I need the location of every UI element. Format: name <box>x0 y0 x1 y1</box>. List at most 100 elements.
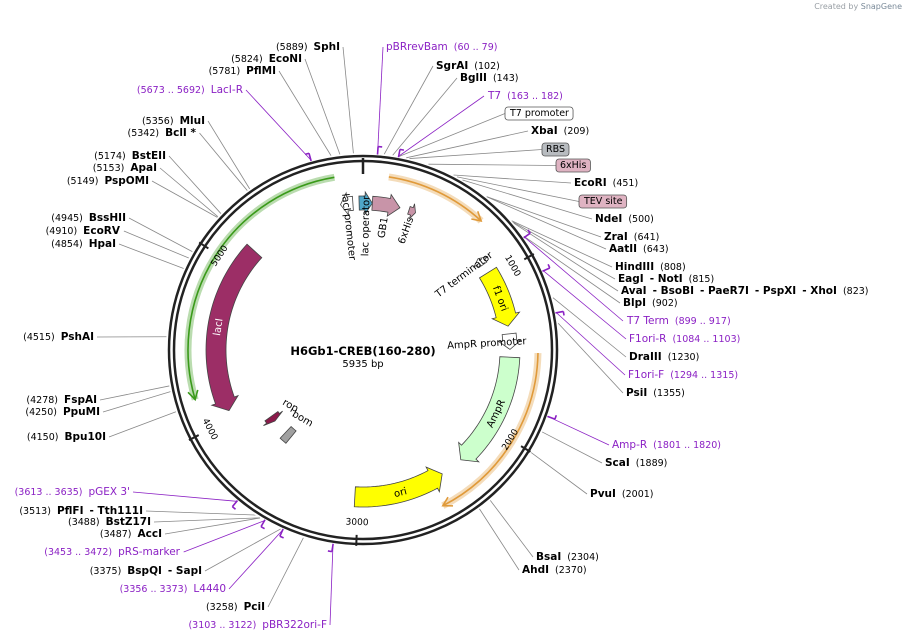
label-PspOMI-text[interactable]: (5149)PspOMI <box>67 175 149 187</box>
label-HindIII[interactable]: HindIII(808) <box>615 261 686 273</box>
label-PciI-text[interactable]: (3258)PciI <box>206 601 265 613</box>
label-L4440[interactable]: (3356 .. 3373)L4440 <box>120 583 226 595</box>
label-PflFI-text[interactable]: (3513)PflFI- Tth111I <box>19 505 143 517</box>
label-XbaI[interactable]: XbaI(209) <box>531 125 589 137</box>
label-BstZ17I-text[interactable]: (3488)BstZ17I <box>68 516 151 528</box>
label-BspQI[interactable]: (3375)BspQI- SapI <box>90 565 202 577</box>
label-F1ori-R[interactable]: F1ori-R(1084 .. 1103) <box>629 333 740 345</box>
label-BsaI[interactable]: BsaI(2304) <box>536 551 599 563</box>
label-ScaI[interactable]: ScaI(1889) <box>605 457 667 469</box>
feature-T7-terminator-shape[interactable] <box>473 256 489 269</box>
label-AvaI[interactable]: AvaI- BsoBI- PaeR7I- PspXI- XhoI(823) <box>621 285 868 297</box>
label-EcoNI[interactable]: (5824)EcoNI <box>231 53 302 65</box>
label-SgrAI[interactable]: SgrAI(102) <box>436 60 500 72</box>
label-PsiI-text[interactable]: PsiI(1355) <box>626 387 685 399</box>
label-BlpI[interactable]: BlpI(902) <box>623 297 678 309</box>
feature-6xHis-feature[interactable]: 6xHis <box>397 203 417 246</box>
label-RBS[interactable]: RBS <box>541 142 570 157</box>
feature-GB1-shape[interactable] <box>371 193 401 218</box>
label-BstEII-text[interactable]: (5174)BstEII <box>94 150 166 162</box>
label-PsiI[interactable]: PsiI(1355) <box>626 387 685 399</box>
label-6xHis-box-text[interactable]: 6xHis <box>560 160 586 171</box>
label-AatII-text[interactable]: AatII(643) <box>609 243 669 255</box>
label-T7-Term-text[interactable]: T7 Term(899 .. 917) <box>626 315 731 327</box>
label-AccI[interactable]: (3487)AccI <box>100 528 162 540</box>
label-MluI-text[interactable]: (5356)MluI <box>142 115 205 127</box>
label-pBR322ori-F-text[interactable]: (3103 .. 3122)pBR322ori-F <box>188 619 327 631</box>
label-L4440-text[interactable]: (3356 .. 3373)L4440 <box>120 583 226 595</box>
label-T7-text[interactable]: T7(163 .. 182) <box>487 90 563 102</box>
label-ApaI[interactable]: (5153)ApaI <box>93 162 157 174</box>
label-PpuMI[interactable]: (4250)PpuMI <box>25 406 100 418</box>
label-BssHII[interactable]: (4945)BssHII <box>51 212 126 224</box>
label-AhdI-text[interactable]: AhdI(2370) <box>522 564 587 576</box>
label-pRS-marker[interactable]: (3453 .. 3472)pRS-marker <box>44 546 180 558</box>
label-BspQI-text[interactable]: (3375)BspQI- SapI <box>90 565 202 577</box>
label-PshAI-text[interactable]: (4515)PshAI <box>23 331 94 343</box>
label-FspAI-text[interactable]: (4278)FspAI <box>26 394 97 406</box>
label-SphI[interactable]: (5889)SphI <box>276 41 340 53</box>
label-SgrAI-text[interactable]: SgrAI(102) <box>436 60 500 72</box>
feature-lac-operator-shape[interactable] <box>358 190 373 216</box>
label-AatII[interactable]: AatII(643) <box>609 243 669 255</box>
label-T7-Term[interactable]: T7 Term(899 .. 917) <box>626 315 731 327</box>
label-HpaI-text[interactable]: (4854)HpaI <box>51 238 116 250</box>
label-NdeI-text[interactable]: NdeI(500) <box>595 213 654 225</box>
label-ApaI-text[interactable]: (5153)ApaI <box>93 162 157 174</box>
label-T7-promoter-text[interactable]: T7 promoter <box>509 108 569 119</box>
label-RBS-text[interactable]: RBS <box>546 144 565 155</box>
label-HindIII-text[interactable]: HindIII(808) <box>615 261 686 273</box>
label-DraIII-text[interactable]: DraIII(1230) <box>629 351 699 363</box>
label-PflFI[interactable]: (3513)PflFI- Tth111I <box>19 505 143 517</box>
feature-AmpR-shape[interactable] <box>458 356 521 463</box>
label-PflMI-text[interactable]: (5781)PflMI <box>209 65 276 77</box>
label-DraIII[interactable]: DraIII(1230) <box>629 351 699 363</box>
label-TEV-site[interactable]: TEV site <box>578 194 628 209</box>
feature-AmpR-promoter[interactable]: AmpR promoter <box>447 332 528 352</box>
label-AccI-text[interactable]: (3487)AccI <box>100 528 162 540</box>
label-PpuMI-text[interactable]: (4250)PpuMI <box>25 406 100 418</box>
feature-AmpR[interactable]: AmpR <box>458 356 521 463</box>
label-FspAI[interactable]: (4278)FspAI <box>26 394 97 406</box>
label-BssHII-text[interactable]: (4945)BssHII <box>51 212 126 224</box>
feature-lac-operator[interactable]: lac operator <box>358 190 373 256</box>
label-PvuI[interactable]: PvuI(2001) <box>590 488 654 500</box>
label-EcoRV[interactable]: (4910)EcoRV <box>46 225 121 237</box>
label-pRS-marker-text[interactable]: (3453 .. 3472)pRS-marker <box>44 546 180 558</box>
label-F1ori-R-text[interactable]: F1ori-R(1084 .. 1103) <box>629 333 740 345</box>
label-SphI-text[interactable]: (5889)SphI <box>276 41 340 53</box>
feature-6xHis-feature-shape[interactable] <box>407 203 416 220</box>
feature-GB1[interactable]: GB1 <box>371 193 401 239</box>
feature-lacI[interactable]: lacI <box>205 243 263 412</box>
label-AhdI[interactable]: AhdI(2370) <box>522 564 587 576</box>
label-pGEX3[interactable]: (3613 .. 3635)pGEX 3' <box>15 486 130 498</box>
label-EagI-text[interactable]: EagI- NotI(815) <box>618 273 714 285</box>
label-ZraI-text[interactable]: ZraI(641) <box>604 231 659 243</box>
feature-lacI-promoter-shape[interactable] <box>340 191 354 217</box>
label-BsaI-text[interactable]: BsaI(2304) <box>536 551 599 563</box>
label-EcoNI-text[interactable]: (5824)EcoNI <box>231 53 302 65</box>
feature-rop-shape[interactable] <box>263 410 283 426</box>
label-ScaI-text[interactable]: ScaI(1889) <box>605 457 667 469</box>
label-TEV-site-text[interactable]: TEV site <box>583 196 623 207</box>
label-NdeI[interactable]: NdeI(500) <box>595 213 654 225</box>
feature-ori[interactable]: ori <box>353 466 443 508</box>
label-MluI[interactable]: (5356)MluI <box>142 115 205 127</box>
label-PshAI[interactable]: (4515)PshAI <box>23 331 94 343</box>
feature-ori-shape[interactable] <box>353 466 443 508</box>
feature-bom-shape[interactable] <box>279 425 297 444</box>
label-ZraI[interactable]: ZraI(641) <box>604 231 659 243</box>
label-pBRrevBam[interactable]: pBRrevBam(60 .. 79) <box>386 41 497 53</box>
label-pGEX3-text[interactable]: (3613 .. 3635)pGEX 3' <box>15 486 130 498</box>
label-LacI-R-text[interactable]: (5673 .. 5692)LacI-R <box>137 84 243 96</box>
label-T7[interactable]: T7(163 .. 182) <box>487 90 563 102</box>
label-T7-promoter[interactable]: T7 promoter <box>504 106 574 121</box>
label-EcoRV-text[interactable]: (4910)EcoRV <box>46 225 121 237</box>
label-Amp-R[interactable]: Amp-R(1801 .. 1820) <box>612 439 721 451</box>
label-pBR322ori-F[interactable]: (3103 .. 3122)pBR322ori-F <box>188 619 327 631</box>
label-BlpI-text[interactable]: BlpI(902) <box>623 297 678 309</box>
feature-f1-ori-shape[interactable] <box>478 266 521 327</box>
label-Bpu10I[interactable]: (4150)Bpu10I <box>27 431 106 443</box>
label-EagI[interactable]: EagI- NotI(815) <box>618 273 714 285</box>
label-BstEII[interactable]: (5174)BstEII <box>94 150 166 162</box>
